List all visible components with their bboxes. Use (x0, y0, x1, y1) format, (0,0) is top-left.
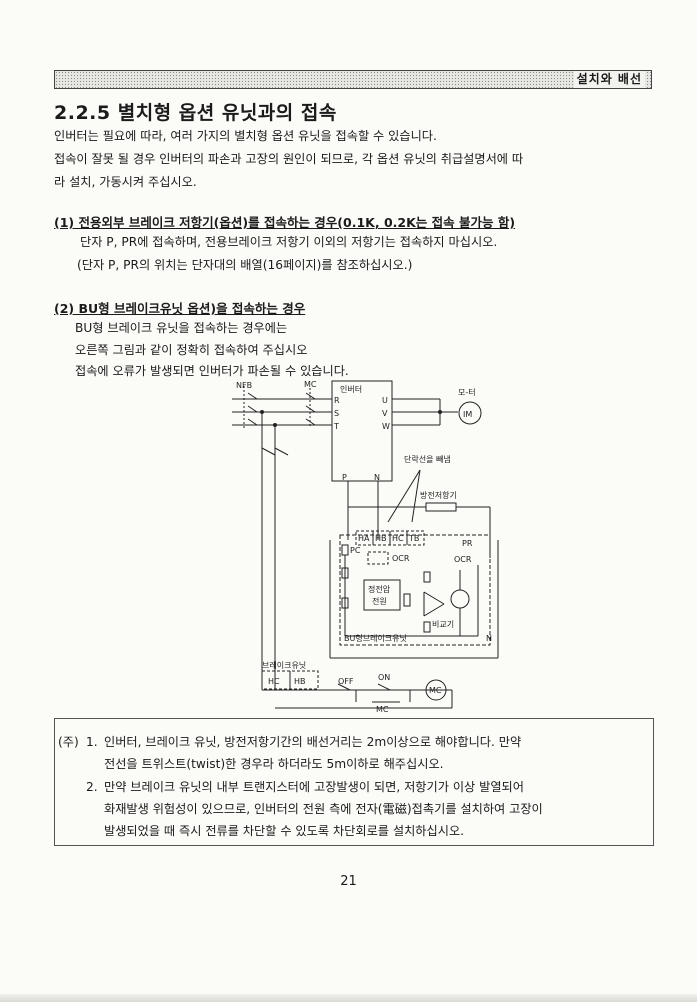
label-psu-1: 정전압 (368, 584, 391, 594)
section2-line-2: 오른쪽 그림과 같이 정확히 접속하여 주십시오 (75, 343, 308, 357)
label-hc2: HC (268, 677, 280, 686)
label-tb: TB (408, 534, 419, 543)
motor-circle (458, 401, 482, 425)
note-2-line-1: 만약 브레이크 유닛의 내부 트랜지스터에 고장발생이 되면, 저항기가 이상 … (104, 780, 524, 794)
mc-coil (425, 679, 447, 701)
section1-line-1: 단자 P, PR에 접속하며, 전용브레이크 저항기 이외의 저항기는 접속하지… (80, 235, 498, 249)
note-2-line-3: 발생되었을 때 즉시 전류를 차단할 수 있도록 차단회로를 설치하십시오. (104, 824, 465, 838)
label-r: R (334, 396, 340, 405)
section2-line-1: BU형 브레이크 유닛을 접속하는 경우에는 (75, 321, 288, 335)
section2-heading: (2) BU형 브레이크유닛 옵션)을 접속하는 경우 (54, 301, 306, 316)
discharge-resistor (425, 502, 457, 512)
section1-heading: (1) 전용외부 브레이크 저항기(옵션)를 접속하는 경우(0.1K, 0.2… (54, 215, 516, 230)
label-jumper-note: 단락선을 빼냄 (404, 454, 451, 464)
label-ocr: OCR (392, 554, 410, 563)
label-ocr2: OCR (454, 555, 472, 564)
label-pr: PR (462, 539, 473, 548)
label-s: S (334, 409, 339, 418)
label-hc: HC (392, 534, 404, 543)
label-psu-2: 전원 (372, 596, 387, 606)
label-p: P (342, 473, 347, 482)
intro-line-2: 접속이 잘못 될 경우 인버터의 파손과 고장의 원인이 되므로, 각 옵션 유… (54, 152, 524, 166)
page-title: 2.2.5 별치형 옵션 유닛과의 접속 (54, 102, 337, 124)
section1-line-2: (단자 P, PR의 위치는 단자대의 배열(16페이지)를 참조하십시오.) (77, 258, 413, 272)
label-unit2: 브레이크유닛 (262, 660, 306, 670)
page-number: 21 (340, 874, 357, 889)
label-pc: PC (350, 546, 361, 555)
label-n: N (374, 473, 380, 482)
intro-line-3: 라 설치, 가동시켜 주십시오. (54, 175, 197, 189)
label-ha: HA (358, 534, 370, 543)
label-hb: HB (375, 534, 387, 543)
label-comparator: 비교기 (432, 620, 454, 629)
section-label: 설치와 배선 (573, 71, 645, 88)
brake-unit-box (339, 534, 491, 646)
label-inverter: 인버터 (340, 384, 362, 394)
scan-edge (0, 994, 697, 1002)
label-unit: BU형브레이크유닛 (344, 633, 407, 643)
label-mc2: MC (429, 686, 442, 695)
label-on: ON (378, 673, 390, 682)
label-n2: N (486, 634, 492, 643)
note-1-num: 1. (86, 735, 98, 749)
label-hb2: HB (294, 677, 306, 686)
label-resistor: 방전저항기 (420, 490, 457, 500)
note-1-line-1: 인버터, 브레이크 유닛, 방전저항기간의 배선거리는 2m이상으로 해야합니다… (104, 735, 522, 749)
label-off: OFF (338, 677, 354, 686)
label-mc3: MC (376, 705, 389, 714)
label-u: U (382, 396, 388, 405)
notes-box (54, 718, 654, 846)
label-im: IM (463, 410, 472, 419)
notes-prefix: (주) (58, 735, 79, 749)
label-w: W (382, 422, 390, 431)
label-nfb: NFB (236, 381, 252, 390)
note-2-num: 2. (86, 780, 98, 794)
label-motor: 모-터 (458, 388, 476, 397)
section2-line-3: 접속에 오류가 발생되면 인버터가 파손될 수 있습니다. (75, 364, 349, 378)
label-v: V (382, 409, 388, 418)
note-1-line-2: 전선을 트위스트(twist)한 경우라 하더라도 5m이하로 해주십시오. (104, 757, 444, 771)
section-header-bar: 설치와 배선 (54, 70, 652, 89)
note-2-line-2: 화재발생 위험성이 있으므로, 인버터의 전원 측에 전자(電磁)접촉기를 설치… (104, 802, 543, 816)
inverter-box (331, 380, 393, 482)
label-mc: MC (304, 380, 317, 389)
intro-line-1: 인버터는 필요에 따라, 여러 가지의 별치형 옵션 유닛을 접속할 수 있습니… (54, 129, 437, 143)
psu-box (363, 579, 401, 611)
label-t: T (333, 422, 339, 431)
